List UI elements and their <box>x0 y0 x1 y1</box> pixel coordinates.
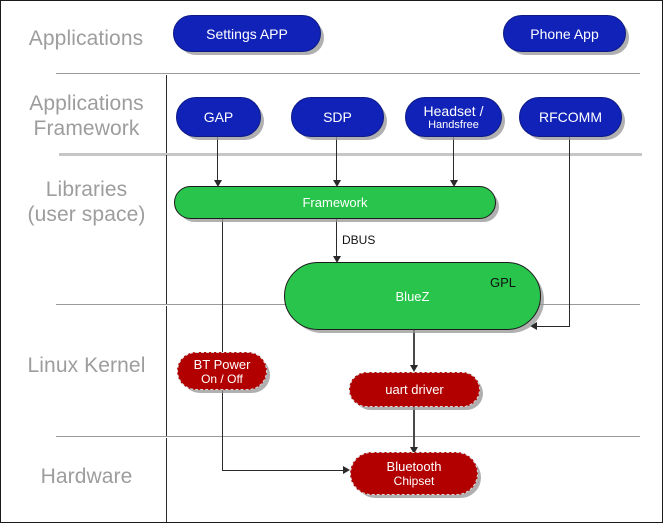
node-bt-power[interactable]: BT Power On / Off <box>177 352 267 390</box>
node-rfcomm-label: RFCOMM <box>539 109 602 125</box>
node-bluez-label: BlueZ <box>395 288 430 304</box>
layer-divider-kernel <box>56 436 640 437</box>
edge-framework-chipset-arrow <box>343 466 350 474</box>
layer-label-applications: Applications <box>28 27 144 50</box>
layer-label-linux-kernel: Linux Kernel <box>27 354 146 377</box>
layer-label-libraries: Libraries (user space) <box>27 178 146 226</box>
label-column-divider-a <box>166 75 167 153</box>
node-framework[interactable]: Framework <box>174 186 496 219</box>
label-column-divider-c <box>166 306 167 436</box>
edge-framework-chipset-down <box>222 218 223 470</box>
node-phone-app-label: Phone App <box>530 25 599 42</box>
node-bluetooth-chipset-label-line1: Bluetooth <box>386 459 442 474</box>
label-column-divider-b <box>166 155 167 304</box>
edge-sdp-framework-line <box>336 137 337 182</box>
layer-label-hardware: Hardware <box>40 465 133 488</box>
node-gap[interactable]: GAP <box>176 97 261 137</box>
node-bt-power-label-line1: BT Power <box>193 356 251 372</box>
node-headset-handsfree[interactable]: Headset / Handsfree <box>405 97 502 137</box>
node-uart-driver-label: uart driver <box>385 382 444 397</box>
edge-headset-framework-line <box>453 137 454 182</box>
node-phone-app[interactable]: Phone App <box>503 15 626 52</box>
layer-divider-framework <box>59 153 642 156</box>
edge-gap-framework-line <box>217 137 218 182</box>
edge-rfcomm-down <box>569 137 570 327</box>
edge-rfcomm-across <box>536 326 570 327</box>
edge-gap-framework-arrow <box>214 180 222 187</box>
node-sdp-label: SDP <box>323 109 352 125</box>
edge-uart-chipset-arrow <box>410 447 418 454</box>
node-headset-handsfree-label-line2: Handsfree <box>428 119 479 131</box>
layer-divider-applications <box>56 73 640 74</box>
edge-label-dbus: DBUS <box>342 233 376 247</box>
node-sdp[interactable]: SDP <box>291 97 384 137</box>
edge-uart-chipset-line <box>413 406 415 451</box>
node-settings-app[interactable]: Settings APP <box>173 15 321 52</box>
node-settings-app-label: Settings APP <box>206 25 288 42</box>
edge-bluez-uart-arrow <box>410 365 418 372</box>
edge-framework-bluez-arrow <box>333 256 341 263</box>
node-uart-driver[interactable]: uart driver <box>349 372 480 407</box>
node-headset-handsfree-label-line1: Headset / <box>423 103 484 119</box>
edge-framework-chipset-across <box>222 470 345 471</box>
edge-framework-bluez-line <box>336 218 337 259</box>
edge-sdp-framework-arrow <box>333 180 341 187</box>
node-bluetooth-chipset-label-line2: Chipset <box>393 474 435 488</box>
node-bluez-license-badge: GPL <box>489 275 516 290</box>
node-framework-label: Framework <box>302 195 368 210</box>
label-column-divider-d <box>166 438 167 522</box>
node-gap-label: GAP <box>203 109 234 125</box>
edge-headset-framework-arrow <box>450 180 458 187</box>
node-bluetooth-chipset[interactable]: Bluetooth Chipset <box>350 452 478 495</box>
edge-rfcomm-bluez-arrow <box>530 322 537 330</box>
node-bluez[interactable]: BlueZ GPL <box>284 262 541 330</box>
edge-bluez-uart-line <box>413 329 415 367</box>
node-rfcomm[interactable]: RFCOMM <box>519 97 622 137</box>
node-bt-power-label-line2: On / Off <box>201 371 243 386</box>
layer-label-applications-framework: Applications Framework <box>29 92 144 140</box>
